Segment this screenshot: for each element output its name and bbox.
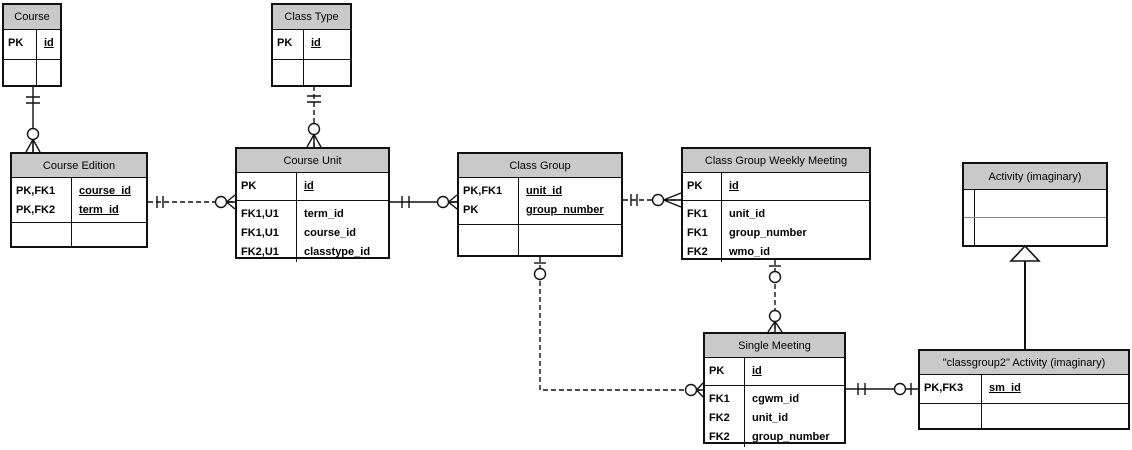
key-label: PK,FK1 xyxy=(16,185,56,197)
field-name: group_number xyxy=(752,431,830,443)
key-label: FK1,U1 xyxy=(241,208,279,220)
entity-key-section: PK,FK3 sm_id xyxy=(920,375,1128,403)
key-label: PK xyxy=(241,180,257,192)
relationship-single-meeting-cg2-activity xyxy=(846,382,918,396)
entity-field-section xyxy=(964,217,1106,245)
entity-key-section: PK,FK1 PK unit_id group_number xyxy=(459,178,621,224)
entity-field-section xyxy=(273,59,350,85)
entity-key-section: PK id xyxy=(4,30,60,59)
key-label: FK2 xyxy=(687,246,708,258)
entity-field-section xyxy=(459,224,621,255)
relationship-course-course-edition xyxy=(25,86,41,153)
entity-key-section xyxy=(964,190,1106,217)
key-label: PK,FK2 xyxy=(16,204,56,216)
entity-title: Class Group Weekly Meeting xyxy=(683,149,869,173)
field-name: sm_id xyxy=(989,382,1021,394)
key-label: FK1 xyxy=(687,208,708,220)
entity-title: Activity (imaginary) xyxy=(964,164,1106,190)
relationship-course-unit-class-group xyxy=(390,194,458,210)
field-name: group_number xyxy=(729,227,807,239)
relationship-class-group-cgwm xyxy=(623,192,682,208)
field-name: unit_id xyxy=(752,412,789,424)
field-name: id xyxy=(311,37,321,49)
entity-course[interactable]: Course PK id xyxy=(2,3,62,87)
entity-title: Course Unit xyxy=(237,149,388,173)
entity-class-type[interactable]: Class Type PK id xyxy=(271,3,352,87)
key-label: PK xyxy=(8,37,24,49)
relationship-class-group-single-meeting xyxy=(533,257,704,398)
entity-class-group-weekly-meeting[interactable]: Class Group Weekly Meeting PK id FK1 FK1… xyxy=(681,147,871,262)
field-name: unit_id xyxy=(526,185,563,197)
entity-course-edition[interactable]: Course Edition PK,FK1 PK,FK2 course_id t… xyxy=(10,152,148,248)
entity-title: Class Group xyxy=(459,154,621,178)
entity-field-section: FK1,U1 FK1,U1 FK2,U1 term_id course_id c… xyxy=(237,200,388,262)
entity-title: Course Edition xyxy=(12,154,146,178)
key-label: FK1 xyxy=(709,393,730,405)
key-label: FK2 xyxy=(709,431,730,443)
field-name: course_id xyxy=(304,227,356,239)
entity-field-section: FK1 FK1 FK2 unit_id group_number wmo_id xyxy=(683,200,869,262)
entity-title: Single Meeting xyxy=(705,334,844,358)
key-label: FK2,U1 xyxy=(241,246,279,258)
field-name: id xyxy=(752,365,762,377)
key-label: FK1 xyxy=(687,227,708,239)
entity-single-meeting[interactable]: Single Meeting PK id FK1 FK2 FK2 cgwm_id… xyxy=(703,332,846,447)
key-label: PK xyxy=(277,37,293,49)
entity-field-section xyxy=(12,222,146,246)
entity-key-section: PK id xyxy=(705,358,844,385)
field-name: term_id xyxy=(304,208,344,220)
field-name: wmo_id xyxy=(729,246,770,258)
key-label: PK xyxy=(709,365,725,377)
entity-field-section: FK1 FK2 FK2 cgwm_id unit_id group_number xyxy=(705,385,844,447)
field-name: id xyxy=(304,180,314,192)
entity-title: Course xyxy=(4,5,60,30)
entity-field-section xyxy=(4,59,60,85)
entity-field-section xyxy=(920,403,1128,428)
entity-course-unit[interactable]: Course Unit PK id FK1,U1 FK1,U1 FK2,U1 t… xyxy=(235,147,390,262)
entity-key-section: PK id xyxy=(237,173,388,200)
entity-activity-imaginary[interactable]: Activity (imaginary) xyxy=(962,162,1108,247)
field-name: cgwm_id xyxy=(752,393,800,405)
field-name: classtype_id xyxy=(304,246,371,258)
entity-class-group[interactable]: Class Group PK,FK1 PK unit_id group_numb… xyxy=(457,152,623,257)
entity-key-section: PK id xyxy=(683,173,869,200)
key-label: FK1,U1 xyxy=(241,227,279,239)
entity-title: "classgroup2" Activity (imaginary) xyxy=(920,351,1128,375)
field-name: id xyxy=(44,37,54,49)
entity-key-section: PK id xyxy=(273,30,350,59)
field-name: id xyxy=(729,180,739,192)
relationship-course-edition-course-unit xyxy=(148,194,236,210)
key-label: FK2 xyxy=(709,412,730,424)
key-label: PK,FK3 xyxy=(924,382,964,394)
field-name: unit_id xyxy=(729,208,766,220)
relationship-class-type-course-unit xyxy=(306,86,322,148)
generalization-cg2-activity-activity xyxy=(1009,244,1041,349)
field-name: group_number xyxy=(526,204,604,216)
entity-key-section: PK,FK1 PK,FK2 course_id term_id xyxy=(12,178,146,222)
entity-classgroup2-activity-imaginary[interactable]: "classgroup2" Activity (imaginary) PK,FK… xyxy=(918,349,1130,430)
field-name: term_id xyxy=(79,204,119,216)
key-label: PK xyxy=(687,180,703,192)
key-label: PK,FK1 xyxy=(463,185,503,197)
relationship-cgwm-single-meeting xyxy=(767,260,783,333)
key-label: PK xyxy=(463,204,479,216)
field-name: course_id xyxy=(79,185,131,197)
entity-title: Class Type xyxy=(273,5,350,30)
